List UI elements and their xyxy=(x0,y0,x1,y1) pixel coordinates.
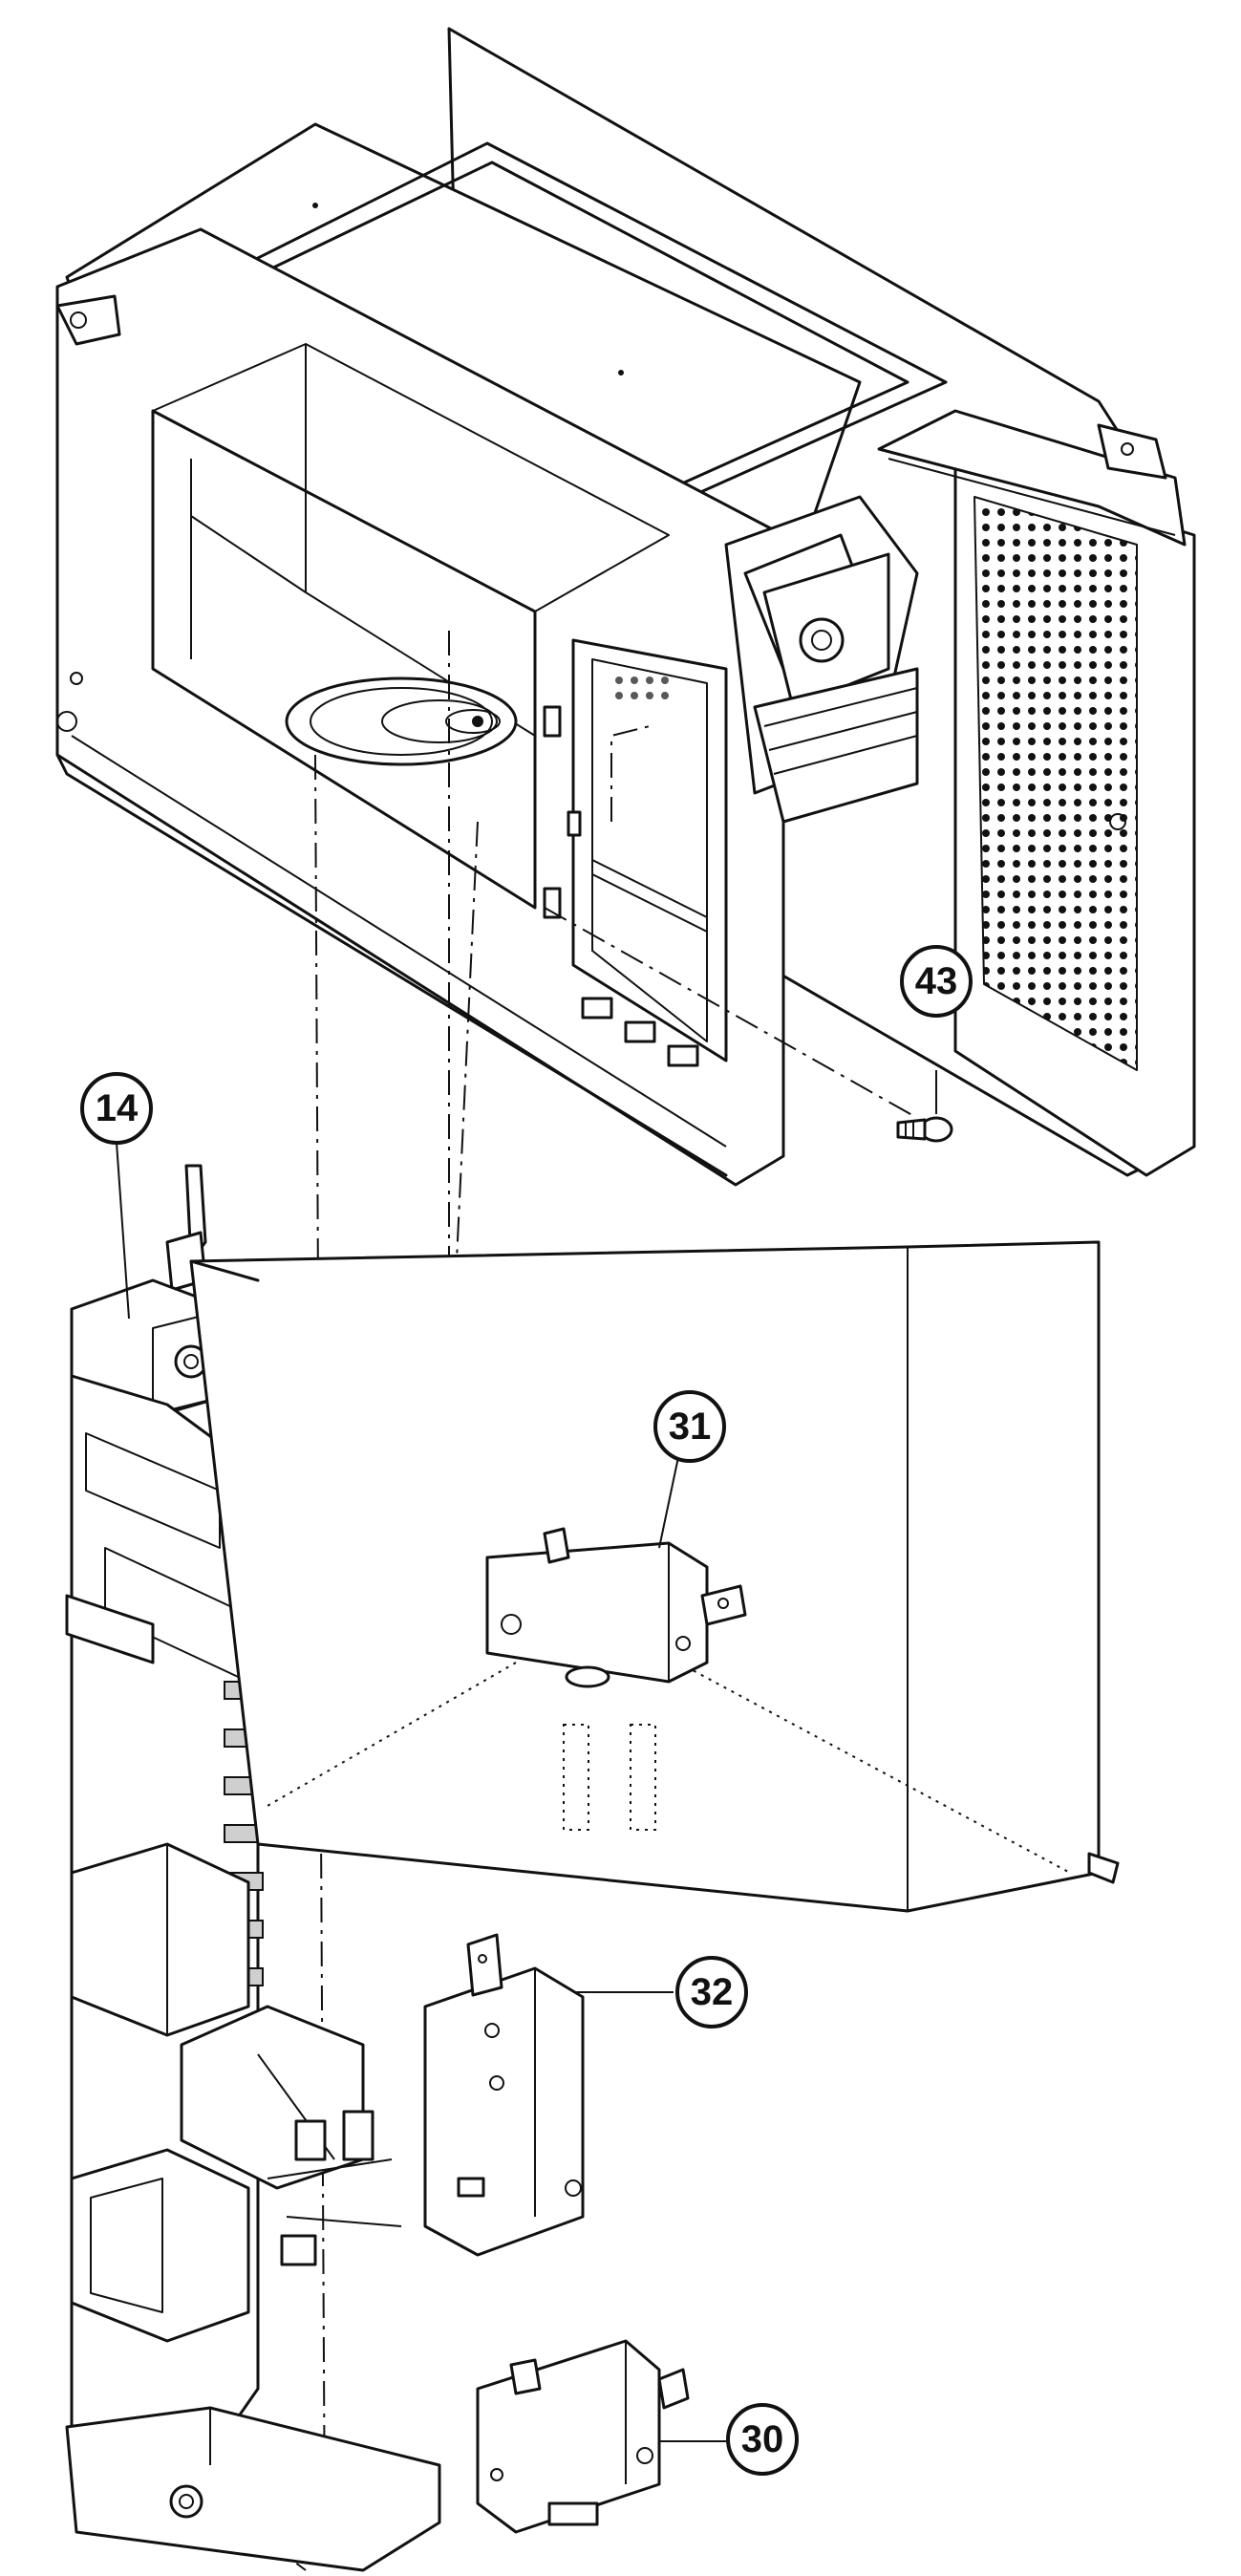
magnetron xyxy=(724,495,919,824)
microswitch-part-32 xyxy=(423,1933,674,2257)
callout-30: 30 xyxy=(726,2403,799,2476)
callout-43-label: 43 xyxy=(915,960,958,1002)
leader-14 xyxy=(116,1142,130,1320)
callout-30-label: 30 xyxy=(741,2418,784,2460)
microswitch-part-30 xyxy=(476,2339,726,2534)
interlock-bracket-part-14 xyxy=(65,1164,441,2572)
screw-part-43 xyxy=(896,1070,953,1143)
callout-43: 43 xyxy=(900,945,973,1018)
callout-14-label: 14 xyxy=(96,1087,139,1129)
microswitch-part-31 xyxy=(485,1456,747,1688)
callout-32-label: 32 xyxy=(691,1971,734,2013)
callout-32: 32 xyxy=(675,1956,748,2029)
callout-14: 14 xyxy=(80,1072,153,1145)
oven-cavity-assembly xyxy=(55,27,1196,1187)
callout-31: 31 xyxy=(653,1390,726,1463)
callout-31-label: 31 xyxy=(669,1406,712,1448)
